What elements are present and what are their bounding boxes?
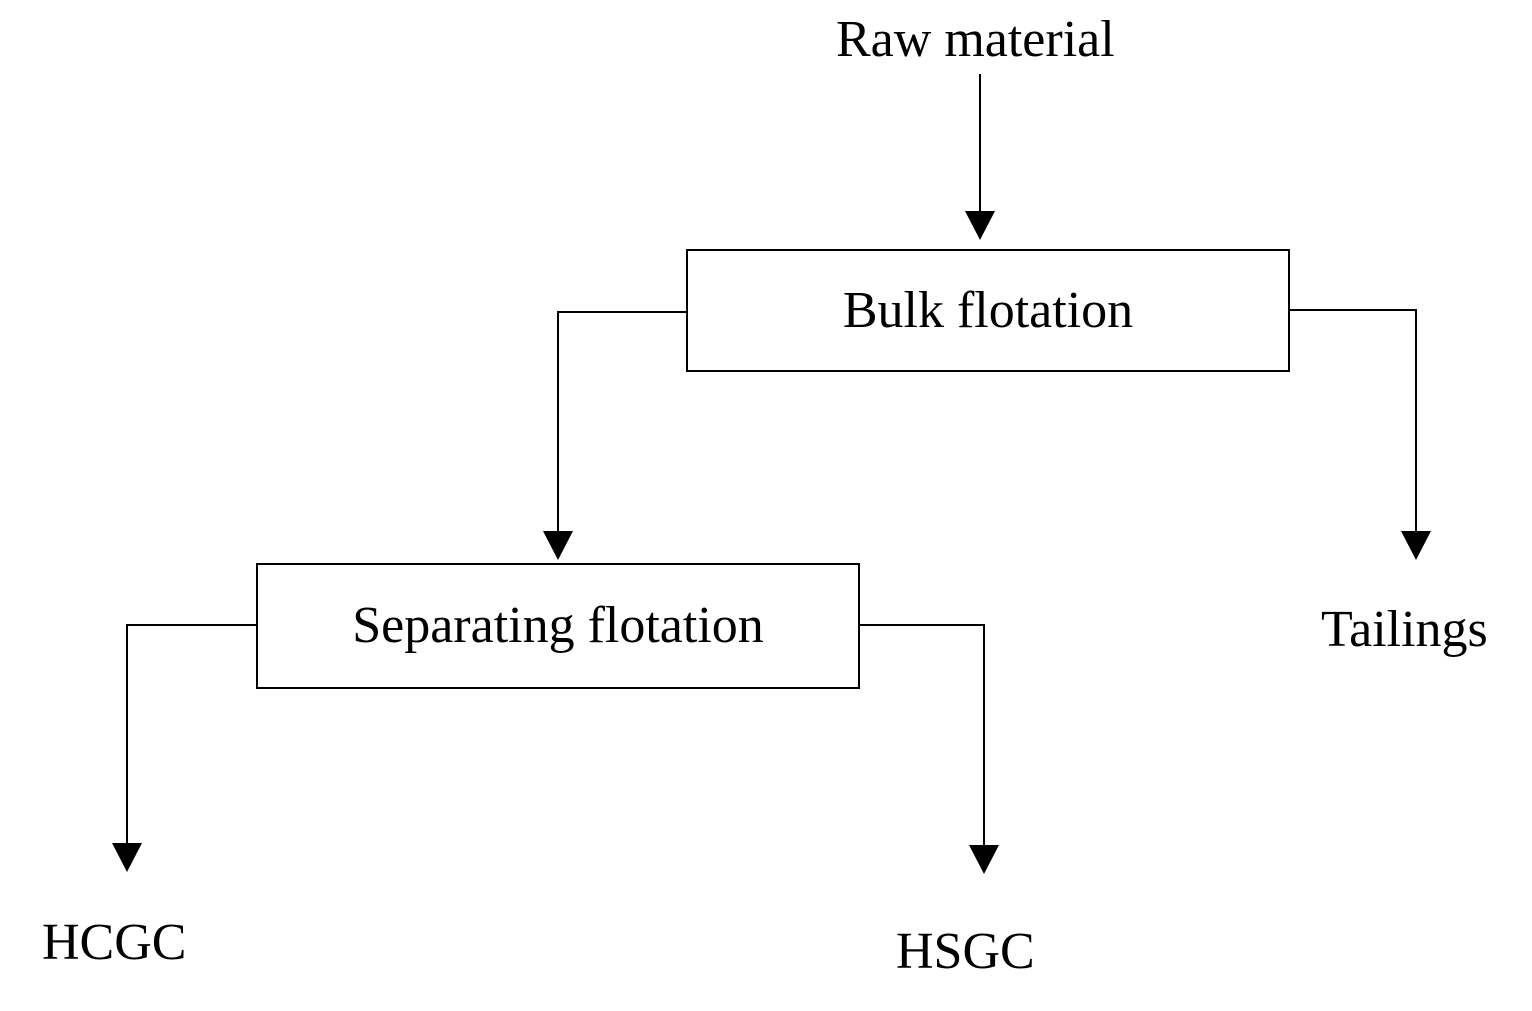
edge-separating-to-hsgc [860,624,999,874]
edge-bulk-to-tailings [1290,309,1431,560]
arrowhead-icon [112,843,142,872]
edge-separating-to-hcgc [112,624,256,872]
arrowhead-icon [969,845,999,874]
separating-flotation-label: Separating flotation [352,597,764,654]
node-raw-material: Raw material [836,11,1115,68]
edge-bulk-to-separating [543,311,686,560]
node-tailings: Tailings [1321,601,1488,658]
arrowhead-icon [965,211,995,240]
node-hsgc: HSGC [896,923,1035,980]
bulk-flotation-label: Bulk flotation [842,281,1134,339]
arrowhead-icon [1401,531,1431,560]
process-box-separating-flotation: Separating flotation [256,563,860,689]
process-box-bulk-flotation: Bulk flotation [686,249,1290,372]
arrowhead-icon [543,531,573,560]
edge-raw-to-bulk [965,74,995,240]
node-hcgc: HCGC [42,914,187,971]
